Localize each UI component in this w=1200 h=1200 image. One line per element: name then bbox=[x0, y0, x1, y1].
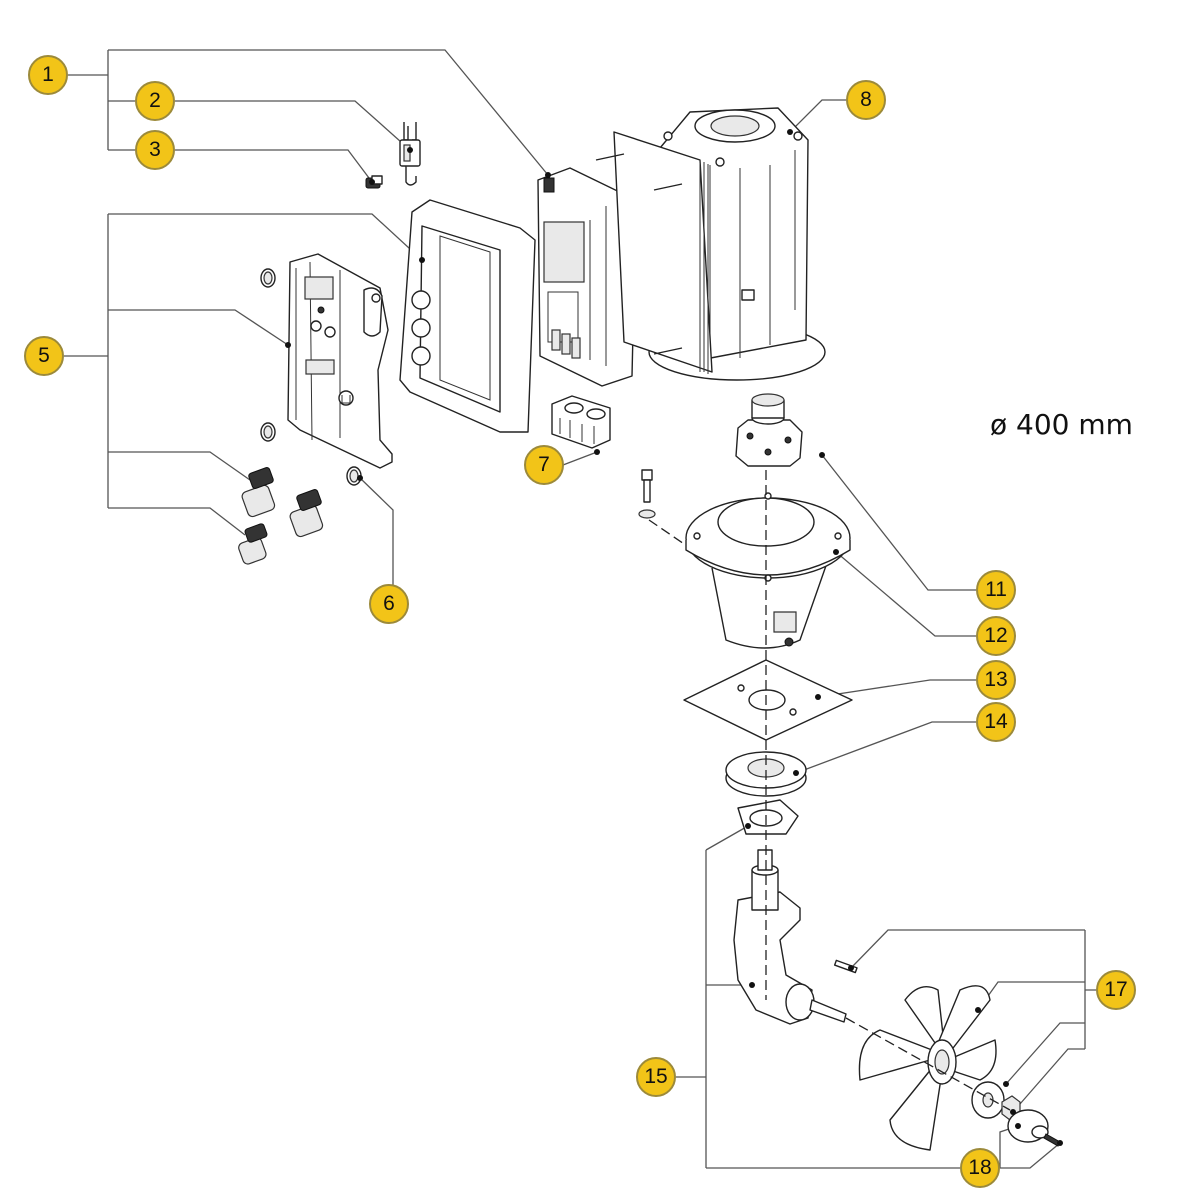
leader-1 bbox=[68, 49, 549, 176]
cover-part bbox=[287, 253, 393, 469]
leader-3 bbox=[108, 149, 373, 183]
leader-14 bbox=[795, 721, 976, 774]
callout-13[interactable]: 13 bbox=[976, 660, 1016, 700]
leader-5 bbox=[64, 213, 423, 536]
terminal-block-part bbox=[551, 395, 611, 449]
fan-part bbox=[858, 985, 997, 1151]
leader-2 bbox=[108, 100, 411, 151]
callout-8[interactable]: 8 bbox=[846, 80, 886, 120]
coupling-part bbox=[735, 393, 803, 467]
callout-15[interactable]: 15 bbox=[636, 1057, 676, 1097]
callout-3[interactable]: 3 bbox=[135, 130, 175, 170]
leader-8 bbox=[789, 99, 846, 133]
callout-1[interactable]: 1 bbox=[28, 55, 68, 95]
callout-7[interactable]: 7 bbox=[524, 445, 564, 485]
leader-11 bbox=[821, 454, 976, 591]
leader-6 bbox=[359, 477, 394, 585]
motor-part bbox=[595, 107, 826, 381]
leader-dots bbox=[285, 129, 1063, 1146]
callout-5[interactable]: 5 bbox=[24, 336, 64, 376]
leader-13 bbox=[817, 679, 976, 698]
leader-17 bbox=[850, 929, 1096, 1113]
leader-15 bbox=[676, 825, 960, 1169]
callout-6[interactable]: 6 bbox=[369, 584, 409, 624]
gasket-frame-part bbox=[399, 199, 536, 433]
gasket-plate-part bbox=[683, 659, 853, 741]
plug-parts bbox=[260, 268, 362, 486]
motor-bracket-part bbox=[685, 492, 851, 649]
control-board-part bbox=[537, 167, 637, 387]
bolt-washer-part bbox=[638, 469, 691, 549]
leader-lines bbox=[64, 49, 1096, 1169]
fan-hardware-parts bbox=[833, 959, 1061, 1147]
callout-14[interactable]: 14 bbox=[976, 702, 1016, 742]
cable-gland-parts bbox=[238, 467, 324, 565]
callout-2[interactable]: 2 bbox=[135, 81, 175, 121]
fan-axis bbox=[845, 1017, 1011, 1111]
callout-11[interactable]: 11 bbox=[976, 570, 1016, 610]
callout-12[interactable]: 12 bbox=[976, 616, 1016, 656]
fuse-part bbox=[399, 122, 421, 186]
leader-12 bbox=[835, 551, 976, 637]
callout-17[interactable]: 17 bbox=[1096, 970, 1136, 1010]
diameter-label: ø 400 mm bbox=[990, 408, 1133, 441]
callout-18[interactable]: 18 bbox=[960, 1148, 1000, 1188]
leader-7 bbox=[562, 451, 598, 466]
gearbox-part bbox=[733, 799, 847, 1025]
